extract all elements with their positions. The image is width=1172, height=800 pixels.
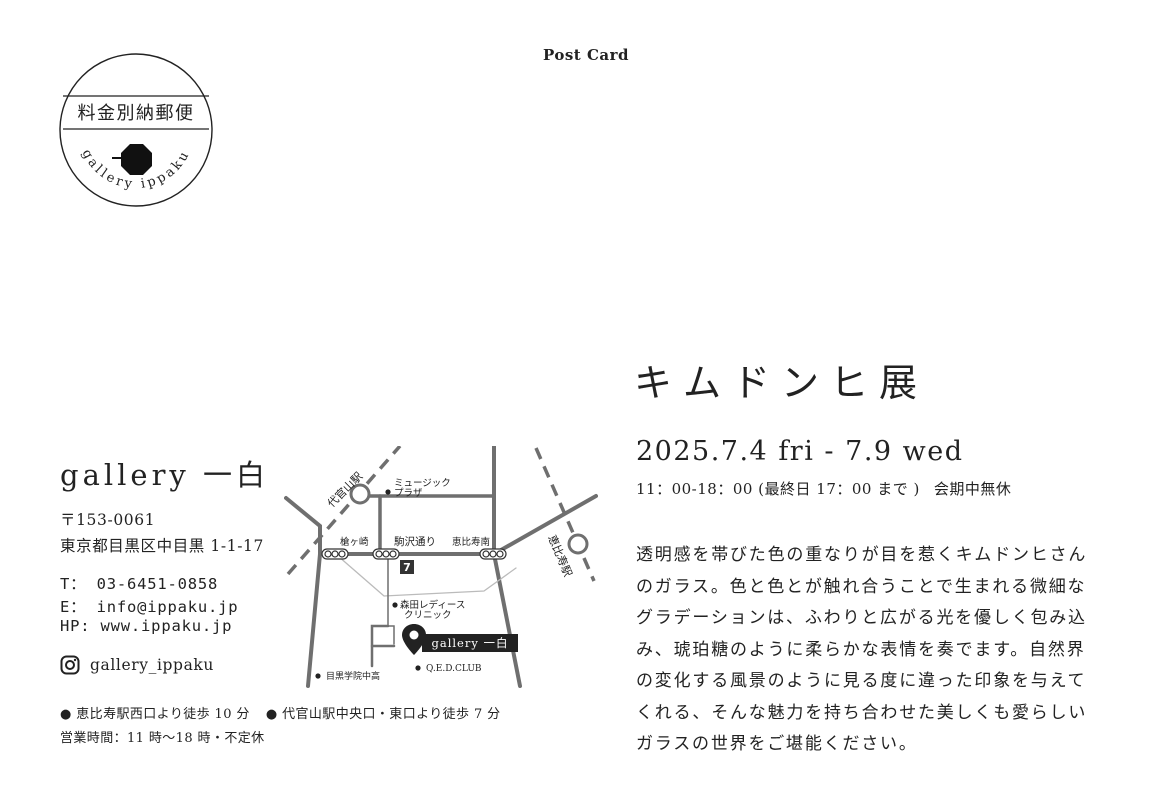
postcard-label: Post Card	[542, 46, 630, 64]
exhibition-hours: 11：00-18：00 (最終日 17：00 まで )	[636, 480, 920, 498]
signal-ebisuminami-label: 恵比寿南	[452, 536, 490, 548]
clinic-label-1: 森田レディース	[400, 599, 465, 611]
access-daikanyama: ● 代官山駅中央口・東口より徒歩 7 分	[265, 707, 501, 722]
ippaku-logo-icon	[112, 144, 152, 175]
instagram-handle[interactable]: gallery_ippaku	[60, 655, 214, 675]
postal-code: 〒153-0061	[60, 511, 156, 529]
instagram-text: gallery_ippaku	[90, 656, 214, 674]
svg-text:7: 7	[403, 561, 411, 574]
phone: T： 03-6451-0858	[60, 575, 219, 593]
access-info: ● 恵比寿駅西口より徒歩 10 分 ● 代官山駅中央口・東口より徒歩 7 分	[60, 703, 501, 722]
description-line: み、琥珀糖のように柔らかな表情を奏でます。自然界	[636, 639, 1086, 660]
ebisu-station-marker	[567, 533, 589, 555]
daikanyama-station-marker	[349, 483, 371, 505]
access-ebisu: ● 恵比寿駅西口より徒歩 10 分	[60, 707, 250, 722]
postage-stamp: 料金別納郵便 gallery ippaku	[59, 53, 213, 207]
music-plaza-label-2: プラザ	[394, 488, 423, 499]
traffic-signal-icon	[479, 548, 507, 560]
clinic-label-2: クリニック	[404, 610, 452, 621]
exhibition-description: 透明感を帯びた色の重なりが目を惹くキムドンヒさん のガラス。色と色とが触れ合うこ…	[636, 540, 1116, 761]
gallery-name: gallery 一白	[60, 458, 270, 492]
description-line: くれる、そんな魅力を持ち合わせた美しくも愛らしい	[636, 702, 1088, 723]
signal-hinokizaka-label: 槍ヶ崎	[340, 536, 369, 548]
exhibition-title: キムドンヒ展	[634, 361, 929, 405]
gallery-map-label: gallery 一白	[431, 636, 508, 650]
exhibition-time: 11：00-18：00 (最終日 17：00 まで ) 会期中無休	[636, 478, 1011, 499]
traffic-signal-icon	[372, 548, 400, 560]
signal-komazawa-label: 駒沢通り	[394, 535, 436, 548]
exhibition-dates: 2025.7.4 fri - 7.9 wed	[636, 436, 964, 467]
stamp-label: 料金別納郵便	[78, 103, 195, 124]
description-line: グラデーションは、ふわりと広がる光を優しく包み込	[636, 608, 1087, 628]
qed-club-label: Q.E.D.CLUB	[426, 664, 482, 674]
instagram-icon	[60, 655, 80, 675]
school-label: 目黒学院中高	[326, 670, 380, 682]
address: 東京都目黒区中目黒 1-1-17	[60, 537, 264, 555]
email[interactable]: E： info@ippaku.jp	[60, 598, 239, 616]
description-line: の変化する風景のように見る度に違った印象を与えて	[636, 671, 1087, 691]
website[interactable]: HP: www.ippaku.jp	[60, 617, 233, 635]
description-line: ガラスの世界をご堪能ください。	[636, 734, 918, 754]
description-line: 透明感を帯びた色の重なりが目を惹くキムドンヒさん	[636, 545, 1088, 565]
gallery-location-pin-icon	[402, 624, 426, 655]
closed-note: 会期中無休	[933, 480, 1012, 498]
music-plaza-label-1: ミュージック	[394, 478, 451, 489]
traffic-signal-icon	[321, 548, 349, 560]
opening-hours: 営業時間：11 時〜18 時・不定休	[60, 731, 265, 746]
seven-eleven-icon: 7	[400, 560, 414, 574]
access-map: 7 gallery 一白 代官山駅 恵比寿駅 ミュージック プラザ 槍ヶ崎 駒沢…	[284, 446, 598, 688]
description-line: のガラス。色と色とが触れ合うことで生まれる微細な	[636, 576, 1087, 597]
